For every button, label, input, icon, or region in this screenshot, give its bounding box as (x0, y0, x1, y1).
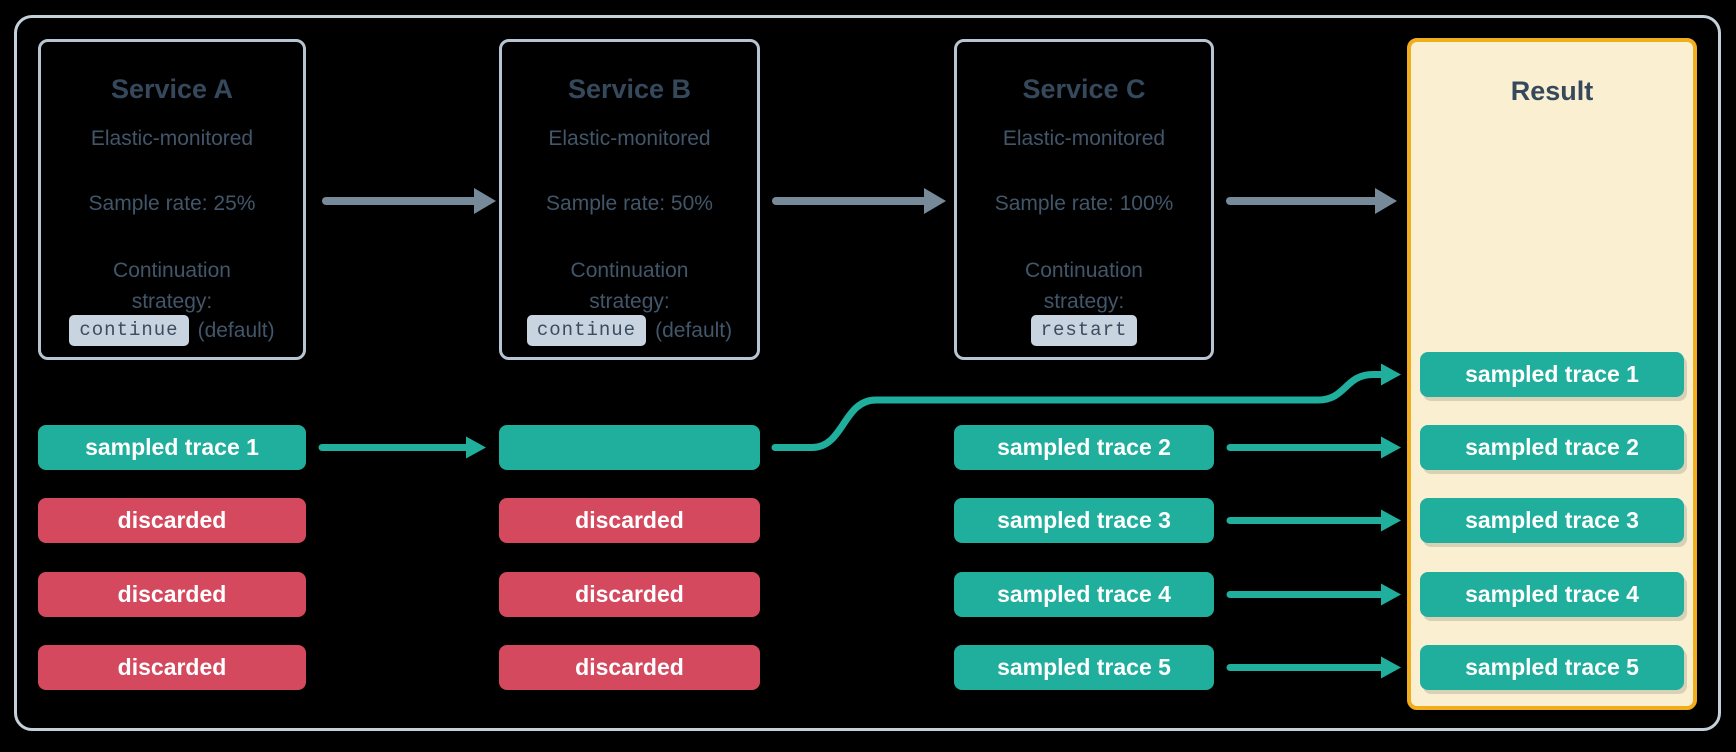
result-pill-sampled-trace-1: sampled trace 1 (1420, 352, 1684, 397)
service-a-strategy-chip: continue (69, 315, 189, 346)
service-a-strategy-row: continue (default) (41, 315, 303, 346)
service-c-sample-rate: Sample rate: 100% (994, 192, 1174, 215)
lane-a-discarded-pill: discarded (38, 498, 306, 543)
service-a-box: Service A Elastic-monitored Sample rate:… (38, 39, 306, 360)
service-a-monitored-label: Elastic-monitored (90, 127, 254, 150)
outer-frame (14, 15, 1721, 731)
service-b-box: Service B Elastic-monitored Sample rate:… (499, 39, 760, 360)
service-a-strategy-label: strategy: (131, 290, 213, 313)
lane-c-sampled-trace-4-pill: sampled trace 4 (954, 572, 1214, 617)
service-b-strategy-default-note: (default) (655, 318, 733, 342)
lane-c-sampled-trace-3-pill: sampled trace 3 (954, 498, 1214, 543)
service-c-monitored-label: Elastic-monitored (1002, 127, 1166, 150)
service-b-monitored-label: Elastic-monitored (548, 127, 711, 150)
service-b-sample-rate: Sample rate: 50% (546, 192, 713, 215)
lane-a-sampled-trace-1-pill: sampled trace 1 (38, 425, 306, 470)
lane-b-discarded-pill: discarded (499, 498, 760, 543)
service-b-strategy-label: strategy: (589, 290, 670, 313)
result-pill-sampled-trace-4: sampled trace 4 (1420, 572, 1684, 617)
service-c-strategy-label: strategy: (1043, 290, 1125, 313)
result-title: Result (1510, 76, 1594, 106)
result-pill-sampled-trace-3: sampled trace 3 (1420, 498, 1684, 543)
result-pill-sampled-trace-5: sampled trace 5 (1420, 645, 1684, 690)
service-c-strategy-chip: restart (1030, 315, 1138, 346)
service-c-strategy-row: restart (957, 315, 1211, 346)
service-a-title: Service A (110, 74, 234, 104)
lane-c-sampled-trace-2-pill: sampled trace 2 (954, 425, 1214, 470)
lane-c-sampled-trace-5-pill: sampled trace 5 (954, 645, 1214, 690)
service-c-box: Service C Elastic-monitored Sample rate:… (954, 39, 1214, 360)
service-a-continuation-label: Continuation (113, 259, 231, 282)
service-c-continuation-label: Continuation (1025, 259, 1143, 282)
lane-a-discarded-pill: discarded (38, 645, 306, 690)
service-b-continuation-label: Continuation (570, 259, 689, 282)
service-c-title: Service C (1022, 74, 1146, 104)
service-b-title: Service B (567, 74, 692, 104)
service-b-strategy-chip: continue (526, 315, 647, 346)
lane-a-discarded-pill: discarded (38, 572, 306, 617)
service-a-sample-rate: Sample rate: 25% (88, 192, 256, 215)
service-b-strategy-row: continue (default) (502, 315, 757, 346)
result-pill-sampled-trace-2: sampled trace 2 (1420, 425, 1684, 470)
lane-b-sampled-trace-pill-blank (499, 425, 760, 470)
lane-b-discarded-pill: discarded (499, 572, 760, 617)
service-a-strategy-default-note: (default) (197, 318, 275, 342)
lane-b-discarded-pill: discarded (499, 645, 760, 690)
